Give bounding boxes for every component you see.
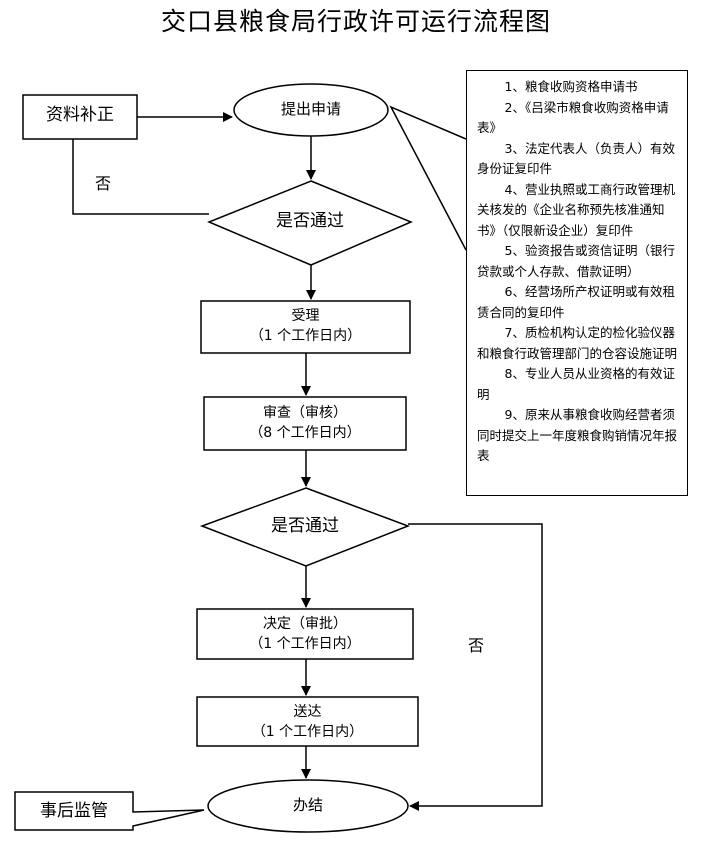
requirement-item: 1、粮食收购资格申请书 bbox=[504, 79, 638, 94]
check1-label: 是否通过 bbox=[276, 211, 344, 231]
finish-oval bbox=[207, 779, 409, 833]
line-check1-no-to-correction bbox=[72, 139, 209, 215]
requirement-item: 8、专业人员从业资格的有效证明 bbox=[477, 366, 675, 402]
apply-label: 提出申请 bbox=[280, 100, 341, 118]
supervise-callout bbox=[14, 791, 205, 831]
check2-label: 是否通过 bbox=[271, 516, 339, 536]
no-label-check2: 否 bbox=[468, 636, 485, 655]
arrow-check2-no-to-finish bbox=[408, 523, 543, 811]
review-box bbox=[203, 396, 407, 451]
decide-line2: （1 个工作日内） bbox=[249, 636, 361, 652]
finish-label: 办结 bbox=[292, 796, 323, 814]
requirement-item: 3、法定代表人（负责人）有效身份证复印件 bbox=[477, 140, 675, 177]
requirement-item: 2、《吕梁市粮食收购资格申请表》 bbox=[477, 99, 669, 136]
requirement-item: 4、营业执照或工商行政管理机关核发的《企业名称预先核准通知书》（仅限新设企业）复… bbox=[477, 181, 675, 238]
page-title: 交口县粮食局行政许可运行流程图 bbox=[160, 7, 551, 36]
accept-line1: 受理 bbox=[291, 308, 320, 324]
requirement-item: 9、原来从事粮食收购经营者须同时提交上一年度粮食购销情况年报表 bbox=[477, 407, 678, 463]
deliver-line1: 送达 bbox=[293, 704, 322, 720]
deliver-line2: （1 个工作日内） bbox=[251, 724, 364, 740]
review-line1: 审查（审核） bbox=[263, 405, 347, 421]
correction-label: 资料补正 bbox=[46, 105, 114, 125]
review-label: 审查（审核） （8 个工作日内） bbox=[204, 403, 406, 443]
deliver-box bbox=[196, 696, 419, 747]
requirement-item: 7、质检机构认定的检化验仪器和粮食行政管理部门的仓容设施证明 bbox=[477, 325, 678, 361]
no-label-check1: 否 bbox=[95, 174, 112, 193]
decide-label: 决定（审批） （1 个工作日内） bbox=[197, 614, 413, 654]
decide-box bbox=[196, 608, 414, 660]
review-line2: （8 个工作日内） bbox=[249, 425, 361, 441]
line-apply-to-requirements bbox=[389, 105, 467, 251]
accept-line2: （1 个工作日内） bbox=[249, 328, 362, 344]
accept-label: 受理 （1 个工作日内） bbox=[201, 306, 410, 346]
deliver-label: 送达 （1 个工作日内） bbox=[197, 702, 418, 742]
decide-line1: 决定（审批） bbox=[263, 616, 347, 632]
requirement-item: 6、经营场所产权证明或有效租赁合同的复印件 bbox=[477, 284, 675, 320]
requirements-box: 1、粮食收购资格申请书 2、《吕梁市粮食收购资格申请表》 3、法定代表人（负责人… bbox=[466, 70, 688, 496]
requirement-item: 5、验资报告或资信证明（银行贷款或个人存款、借款证明） bbox=[477, 243, 675, 279]
supervise-label: 事后监管 bbox=[40, 801, 108, 821]
correction-box bbox=[22, 94, 138, 140]
